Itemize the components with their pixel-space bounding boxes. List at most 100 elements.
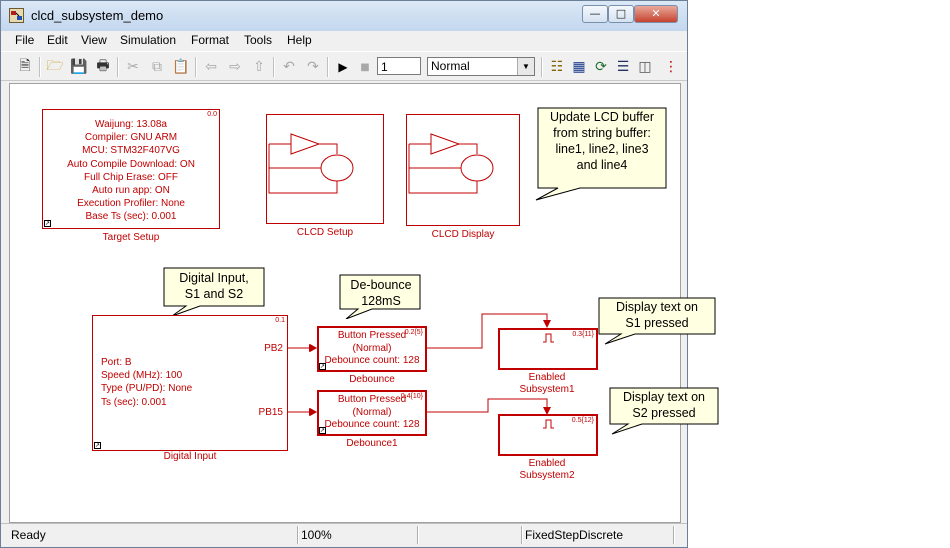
arrow-right-icon: ⇨ <box>229 59 241 75</box>
enabled-subsystem1-block[interactable]: 0.3{11} <box>498 328 598 370</box>
debounce-note-callout <box>339 274 421 319</box>
update-diagram-button[interactable]: ⟳ <box>591 57 611 77</box>
menu-simulation[interactable]: Simulation <box>120 33 177 47</box>
undo-icon: ↶ <box>283 59 295 75</box>
stop-button[interactable]: ■ <box>355 57 375 77</box>
stop-time-input[interactable]: 1 <box>377 57 421 75</box>
library-browser-button[interactable]: ▦ <box>569 57 589 77</box>
enabled2-label: Enabled Subsystem2 <box>519 458 575 481</box>
enabled1-sample-tag: 0.3{11} <box>572 331 594 338</box>
cut-button[interactable]: ✂ <box>123 57 143 77</box>
toolbar: 🗎 🗁 💾 🖶 ✂ ⧉ 📋 ⇦ ⇨ ⇧ ↶ ↷ ▶ ■ 1 Normal ▼ ☷… <box>1 51 687 81</box>
arrow-up-icon: ⇧ <box>253 59 265 75</box>
menu-format[interactable]: Format <box>191 33 230 47</box>
build-icon: ☷ <box>550 59 564 75</box>
open-button[interactable]: 🗁 <box>45 57 65 77</box>
port-pb2-label: PB2 <box>264 343 283 354</box>
param-full-chip-erase: Full Chip Erase: OFF <box>84 171 178 183</box>
lcd-symbol-icon <box>268 133 354 194</box>
close-button[interactable]: ✕ <box>634 5 678 23</box>
clipboard-icon: 📋 <box>172 59 190 75</box>
title-bar[interactable]: clcd_subsystem_demo — □ ✕ <box>1 1 687 31</box>
maximize-button[interactable]: □ <box>608 5 634 23</box>
digital-note-callout <box>163 267 265 317</box>
close-icon: ✕ <box>651 7 661 20</box>
folder-open-icon: 🗁 <box>46 58 64 74</box>
redo-icon: ↷ <box>307 59 319 75</box>
clcd-setup-block[interactable] <box>266 114 384 224</box>
debounce1-block[interactable]: 0.4{10} Button Pressed (Normal) Debounce… <box>317 390 427 436</box>
forward-button[interactable]: ⇨ <box>225 57 245 77</box>
new-model-button[interactable]: 🗎 <box>15 57 35 77</box>
status-bar: Ready 100% FixedStepDiscrete <box>1 523 687 547</box>
clcd-display-block[interactable] <box>406 114 520 226</box>
redo-button[interactable]: ↷ <box>303 57 323 77</box>
minimize-button[interactable]: — <box>582 5 608 23</box>
debugger-button[interactable]: ◫ <box>635 57 655 77</box>
debounce1-sample-tag: 0.4{10} <box>400 393 423 400</box>
debounce-block[interactable]: 0.2{5} Button Pressed (Normal) Debounce … <box>317 326 427 372</box>
enabled2-sample-tag: 0.5{12} <box>571 417 594 424</box>
param-type: Type (PU/PD): None <box>101 383 193 395</box>
more-icon: ⋮ <box>664 59 678 75</box>
param-base-ts: Base Ts (sec): 0.001 <box>85 211 177 223</box>
clcd-setup-label: CLCD Setup <box>296 227 354 238</box>
param-execution-profiler: Execution Profiler: None <box>77 198 185 210</box>
build-button[interactable]: ☷ <box>547 57 567 77</box>
printer-icon: 🖶 <box>96 58 110 74</box>
menu-edit[interactable]: Edit <box>47 33 68 47</box>
toolbar-separator <box>541 57 543 77</box>
status-text: Ready <box>11 528 46 542</box>
mask-shortcut-icon: ↗ <box>319 363 326 370</box>
chevron-down-icon[interactable]: ▼ <box>517 58 534 75</box>
print-button[interactable]: 🖶 <box>93 57 113 77</box>
undo-button[interactable]: ↶ <box>279 57 299 77</box>
run-button[interactable]: ▶ <box>333 57 353 77</box>
up-button[interactable]: ⇧ <box>249 57 269 77</box>
toolbar-separator <box>327 57 329 77</box>
minimize-icon: — <box>589 7 601 20</box>
status-separator <box>417 526 419 544</box>
scissors-icon: ✂ <box>127 59 139 75</box>
digital-input-label: Digital Input <box>163 451 217 462</box>
menu-view[interactable]: View <box>81 33 107 47</box>
model-canvas[interactable]: 0.0 Waijung: 13.08a Compiler: GNU ARM MC… <box>9 83 681 523</box>
param-speed: Speed (MHz): 100 <box>101 370 183 382</box>
paste-button[interactable]: 📋 <box>171 57 191 77</box>
target-setup-block[interactable]: 0.0 Waijung: 13.08a Compiler: GNU ARM MC… <box>42 109 220 229</box>
toolbar-separator <box>273 57 275 77</box>
digital-input-block[interactable]: 0.1 Port: B Speed (MHz): 100 Type (PU/PD… <box>92 315 288 451</box>
signal-debounce-to-enabled1 <box>426 313 551 349</box>
target-setup-sample-tag: 0.0 <box>207 111 217 118</box>
enabled1-label: Enabled Subsystem1 <box>519 372 575 395</box>
debounce-label: Debounce <box>349 374 395 385</box>
new-file-icon: 🗎 <box>19 58 31 74</box>
save-button[interactable]: 💾 <box>69 57 89 77</box>
explorer-icon: ☰ <box>616 59 630 75</box>
s1-note-callout <box>598 297 716 345</box>
copy-button[interactable]: ⧉ <box>147 57 167 77</box>
s2-note-callout <box>609 387 719 435</box>
menu-tools[interactable]: Tools <box>244 33 273 47</box>
model-explorer-button[interactable]: ☰ <box>613 57 633 77</box>
more-tools-button[interactable]: ⋮ <box>661 57 681 77</box>
enabled-subsystem2-block[interactable]: 0.5{12} <box>498 414 598 456</box>
param-port: Port: B <box>101 357 132 368</box>
param-waijung: Waijung: 13.08a <box>95 119 167 130</box>
toolbar-separator <box>117 57 119 77</box>
param-auto-run: Auto run app: ON <box>92 185 170 197</box>
simulation-mode-value: Normal <box>431 59 470 73</box>
s2-note-text: Display text on S2 pressed <box>623 390 705 420</box>
solver-type: FixedStepDiscrete <box>525 528 624 542</box>
arrow-left-icon: ⇦ <box>205 59 217 75</box>
window-title: clcd_subsystem_demo <box>31 8 164 23</box>
simulink-window: clcd_subsystem_demo — □ ✕ File Edit View… <box>0 0 688 548</box>
lcd-note-text: Update LCD buffer from string buffer: li… <box>550 110 654 172</box>
param-compiler: Compiler: GNU ARM <box>84 132 178 144</box>
back-button[interactable]: ⇦ <box>201 57 221 77</box>
menu-file[interactable]: File <box>15 33 35 47</box>
simulation-mode-select[interactable]: Normal ▼ <box>427 57 535 76</box>
menu-help[interactable]: Help <box>287 33 312 47</box>
debounce1-params: Button Pressed (Normal) Debounce count: … <box>324 394 420 430</box>
grid-icon: ◫ <box>638 59 652 75</box>
